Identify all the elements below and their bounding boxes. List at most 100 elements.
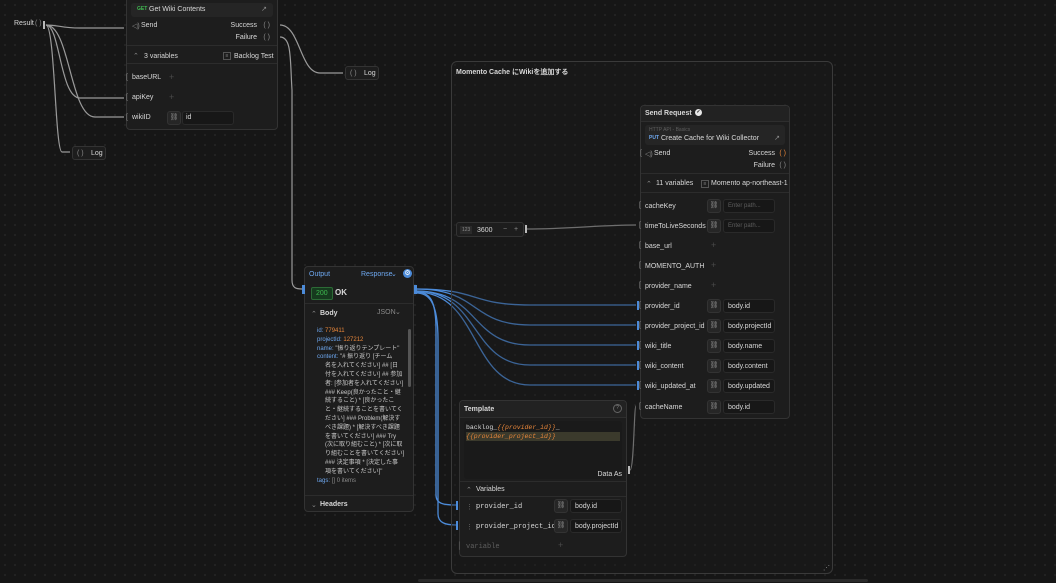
- help-icon[interactable]: ?: [613, 404, 622, 413]
- template-header: [460, 401, 626, 418]
- template-input-port[interactable]: [456, 521, 458, 530]
- json-value: "振り返りテンプレート": [335, 345, 400, 352]
- failure-paren-icon: ( ): [263, 34, 270, 41]
- add-variable-icon[interactable]: +: [558, 540, 564, 550]
- open-external-icon[interactable]: ↗: [774, 135, 780, 142]
- json-scrollbar[interactable]: [408, 329, 411, 387]
- number-value[interactable]: 3600: [477, 227, 493, 234]
- link-icon[interactable]: ⛓: [707, 319, 721, 333]
- log-node[interactable]: ( ) Log: [72, 146, 106, 160]
- environment-name[interactable]: Backlog Test: [234, 53, 274, 60]
- vars-collapse-icon[interactable]: ⌃: [466, 487, 472, 494]
- wiki-content-input[interactable]: body.content: [723, 359, 775, 373]
- link-icon[interactable]: ⛓: [707, 379, 721, 393]
- output-input-port[interactable]: [302, 285, 305, 294]
- wiki-title-input[interactable]: body.name: [723, 339, 775, 353]
- port-bracket-icon: [: [639, 282, 641, 289]
- template-var-name[interactable]: provider_project_id: [476, 523, 556, 531]
- template-output-port[interactable]: [628, 466, 630, 474]
- json-value: "# 振り返り [チーム: [340, 354, 393, 361]
- open-external-icon[interactable]: ↗: [261, 6, 267, 13]
- output-node[interactable]: Output Response ⌄ ⚙ 200 OK ⌃ Body JSON ⌄…: [304, 266, 414, 512]
- response-selector[interactable]: Response: [361, 271, 393, 278]
- send-request-node[interactable]: Send Request ✓ HTTP API - Basics PUT Cre…: [639, 105, 790, 419]
- template-var-value-input[interactable]: body.projectId: [570, 519, 622, 533]
- port-bracket-icon: [: [639, 322, 641, 329]
- drag-handle-icon[interactable]: ⋮⋮: [466, 504, 480, 511]
- send-request-input-port[interactable]: [637, 341, 639, 350]
- link-icon[interactable]: ⛓: [167, 111, 181, 125]
- wiki-updated-input[interactable]: body.updated: [723, 379, 775, 393]
- send-request-input-port[interactable]: [637, 321, 639, 330]
- link-icon[interactable]: ⛓: [554, 499, 568, 513]
- link-icon[interactable]: ⛓: [707, 219, 721, 233]
- link-icon[interactable]: ⛓: [707, 199, 721, 213]
- body-format[interactable]: JSON: [377, 309, 396, 316]
- var-cachename-label: cacheName: [645, 404, 683, 411]
- link-icon[interactable]: ⛓: [707, 339, 721, 353]
- get-wiki-node[interactable]: GET Get Wiki Contents ↗ ◁) Send Success …: [126, 0, 278, 130]
- add-value-icon[interactable]: +: [169, 92, 175, 102]
- request-box[interactable]: GET Get Wiki Contents ↗: [131, 3, 273, 17]
- status-badge: 200: [311, 287, 333, 300]
- settings-icon[interactable]: ⚙: [403, 269, 412, 278]
- json-key: id:: [317, 328, 324, 334]
- json-key: projectId:: [317, 336, 342, 343]
- json-id-row: id: 779411: [317, 327, 409, 336]
- template-input-port[interactable]: [456, 501, 458, 510]
- template-editor[interactable]: backlog_{{provider_id}}_ {{provider_proj…: [464, 421, 622, 479]
- port-bracket-icon: [: [639, 342, 641, 349]
- drag-handle-icon[interactable]: ⋮⋮: [466, 524, 480, 531]
- headers-expand-icon[interactable]: ⌄: [311, 502, 317, 509]
- add-value-icon[interactable]: +: [169, 72, 175, 82]
- canvas-scrollbar[interactable]: [418, 579, 868, 582]
- add-value-icon[interactable]: +: [711, 260, 717, 270]
- template-var-name[interactable]: provider_id: [476, 503, 523, 511]
- status-text: OK: [335, 288, 347, 297]
- number-port[interactable]: [525, 225, 527, 233]
- send-request-input-port[interactable]: [637, 301, 639, 310]
- add-value-icon[interactable]: +: [711, 280, 717, 290]
- wikiid-input[interactable]: id: [182, 111, 234, 125]
- template-var-value-input[interactable]: body.id: [570, 499, 622, 513]
- link-icon[interactable]: ⛓: [707, 359, 721, 373]
- number-node[interactable]: 123 3600 − +: [456, 222, 524, 237]
- endpoint-box[interactable]: HTTP API - Basics PUT Create Cache for W…: [645, 125, 785, 145]
- link-icon[interactable]: ⛓: [554, 519, 568, 533]
- link-icon[interactable]: ⛓: [707, 400, 721, 414]
- cachekey-input[interactable]: Enter path...: [723, 199, 775, 213]
- vars-divider: [460, 481, 626, 482]
- body-collapse-icon[interactable]: ⌃: [311, 311, 317, 318]
- increment-button[interactable]: +: [514, 226, 519, 233]
- provider-id-input[interactable]: body.id: [723, 299, 775, 313]
- ttl-input[interactable]: Enter path...: [723, 219, 775, 233]
- link-icon[interactable]: ⛓: [707, 299, 721, 313]
- result-port[interactable]: [43, 21, 45, 29]
- resize-handle-icon[interactable]: ⋰: [823, 565, 830, 572]
- cachename-input[interactable]: body.id: [723, 400, 775, 414]
- send-request-input-port[interactable]: [637, 381, 639, 390]
- provider-id-value: body.id: [728, 303, 751, 310]
- decrement-button[interactable]: −: [503, 226, 508, 233]
- variables-label: Variables: [476, 486, 505, 493]
- json-key: content:: [317, 354, 339, 361]
- endpoint-name: Create Cache for Wiki Collector: [661, 135, 760, 142]
- collapse-chevron-icon[interactable]: ⌃: [646, 181, 652, 188]
- json-viewer[interactable]: id: 779411 projectId: 127212 name: "振り返り…: [317, 327, 409, 493]
- add-value-icon[interactable]: +: [711, 240, 717, 250]
- log-node[interactable]: ( ) Log: [345, 66, 379, 80]
- headers-label[interactable]: Headers: [320, 501, 348, 508]
- json-content-line: 項を書いてください]": [325, 468, 383, 475]
- new-variable-input[interactable]: variable: [466, 543, 500, 551]
- provider-project-id-input[interactable]: body.projectId: [723, 319, 775, 333]
- selector-chevron-icon[interactable]: ⌄: [391, 271, 397, 278]
- collapse-chevron-icon[interactable]: ⌃: [133, 53, 139, 60]
- format-chevron-icon[interactable]: ⌄: [395, 309, 401, 316]
- template-node[interactable]: Template ? backlog_{{provider_id}}_ {{pr…: [459, 400, 627, 557]
- send-request-input-port[interactable]: [637, 361, 639, 370]
- environment-name[interactable]: Momento ap-northeast-1: [711, 180, 788, 187]
- environment-icon: ≡: [223, 52, 231, 60]
- output-output-port[interactable]: [414, 285, 417, 294]
- json-name-row: name: "振り返りテンプレート": [317, 345, 409, 354]
